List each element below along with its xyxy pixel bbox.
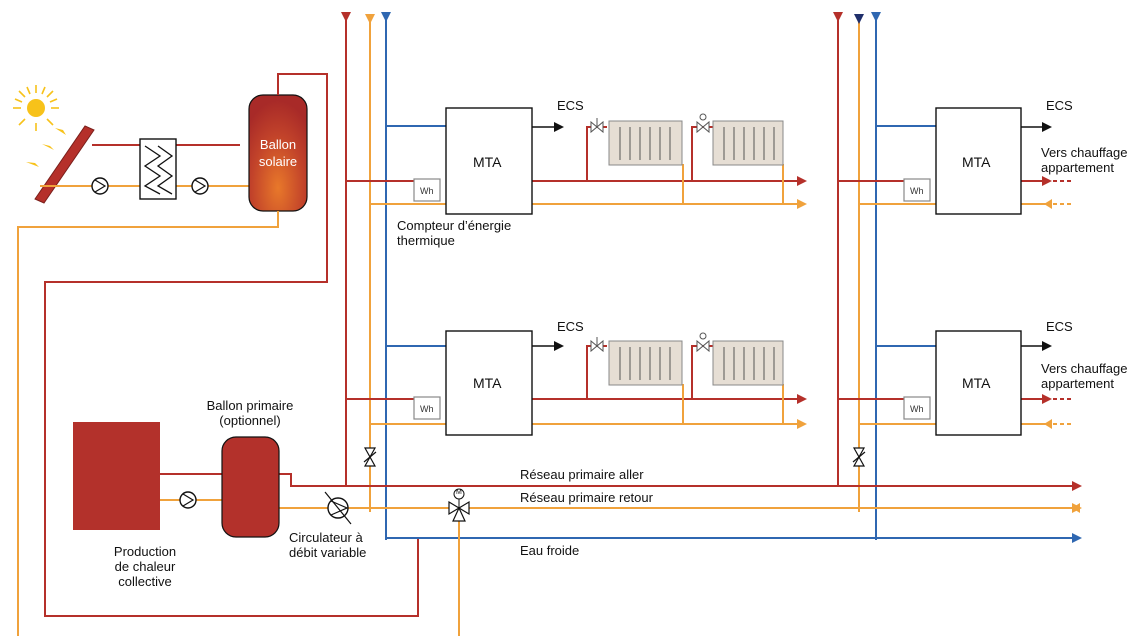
mta-label: MTA <box>962 154 991 170</box>
riser-return-arrow <box>365 14 375 24</box>
solar-tank-label-line2: solaire <box>258 154 298 169</box>
circulator-label: Circulateur à débit variable <box>289 530 366 560</box>
primary-supply-label: Réseau primaire aller <box>520 467 644 482</box>
production-label-line3: collective <box>118 574 172 589</box>
mta-label: MTA <box>473 375 502 391</box>
mta-unit <box>445 107 533 215</box>
valve-icon <box>590 337 604 353</box>
circulator-label-line1: Circulateur à <box>289 530 363 545</box>
sun-rays-icon <box>26 128 66 167</box>
ecs-label: ECS <box>1046 319 1073 334</box>
mta-unit <box>935 330 1022 436</box>
energy-meter <box>413 178 441 202</box>
valve-icon <box>590 118 604 134</box>
motor-valve-label: M <box>456 489 462 496</box>
radiator-icon <box>608 340 683 386</box>
balancing-valve-icon <box>852 447 866 467</box>
sun-icon <box>13 85 59 131</box>
circulator-label-line2: débit variable <box>289 545 367 560</box>
primary-tank-label: Ballon primaire (optionnel) <box>190 398 310 428</box>
energy-meter <box>903 178 931 202</box>
meter-label: Wh <box>910 404 924 414</box>
ecs-label: ECS <box>557 319 584 334</box>
mta-label: MTA <box>962 375 991 391</box>
mta-unit <box>935 107 1022 215</box>
thermostatic-valve-icon <box>696 113 710 134</box>
motorized-valve-icon <box>448 488 470 522</box>
production-label-line1: Production <box>113 544 177 559</box>
apartment-heating-line2: appartement <box>1041 160 1114 175</box>
radiator-icon <box>712 340 784 386</box>
apartment-heating-label: Vers chauffage appartement <box>1041 361 1128 391</box>
meter-caption-line1: Compteur d’énergie <box>397 218 512 233</box>
solar-collector <box>34 125 95 204</box>
production-label-line2: de chaleur <box>114 559 176 574</box>
variable-speed-pump-icon <box>324 491 352 525</box>
pump-icon <box>91 177 109 195</box>
apartment-heating-line1: Vers chauffage <box>1041 145 1128 160</box>
meter-label: Wh <box>910 186 924 196</box>
apartment-heating-line1: Vers chauffage <box>1041 361 1128 376</box>
solar-tank-label: Ballon solaire <box>249 136 307 170</box>
heat-exchanger-icon <box>139 138 177 200</box>
mta-unit <box>445 330 533 436</box>
heat-production-unit <box>73 422 160 530</box>
ecs-label: ECS <box>1046 98 1073 113</box>
pump-icon <box>191 177 209 195</box>
apartment-heating-line2: appartement <box>1041 376 1114 391</box>
solar-tank-label-line1: Ballon <box>259 137 297 152</box>
apartment-heating-label: Vers chauffage appartement <box>1041 145 1128 175</box>
thermostatic-valve-icon <box>696 332 710 353</box>
balancing-valve-icon <box>363 447 377 467</box>
pump-icon <box>179 491 197 509</box>
meter-caption-line2: thermique <box>397 233 455 248</box>
riser-return-arrow <box>854 14 864 24</box>
radiator-icon <box>712 120 784 166</box>
primary-return-label: Réseau primaire retour <box>520 490 653 505</box>
cold-water-label: Eau froide <box>520 543 580 558</box>
primary-tank-label-line2: (optionnel) <box>219 413 281 428</box>
primary-tank-label-line1: Ballon primaire <box>206 398 294 413</box>
mta-label: MTA <box>473 154 502 170</box>
radiator-icon <box>608 120 683 166</box>
primary-tank <box>221 436 280 538</box>
ecs-label: ECS <box>557 98 584 113</box>
meter-label: Wh <box>420 404 434 414</box>
production-label: Production de chaleur collective <box>100 544 190 589</box>
energy-meter <box>903 396 931 420</box>
energy-meter <box>413 396 441 420</box>
meter-caption: Compteur d’énergie thermique <box>397 218 511 248</box>
meter-label: Wh <box>420 186 434 196</box>
